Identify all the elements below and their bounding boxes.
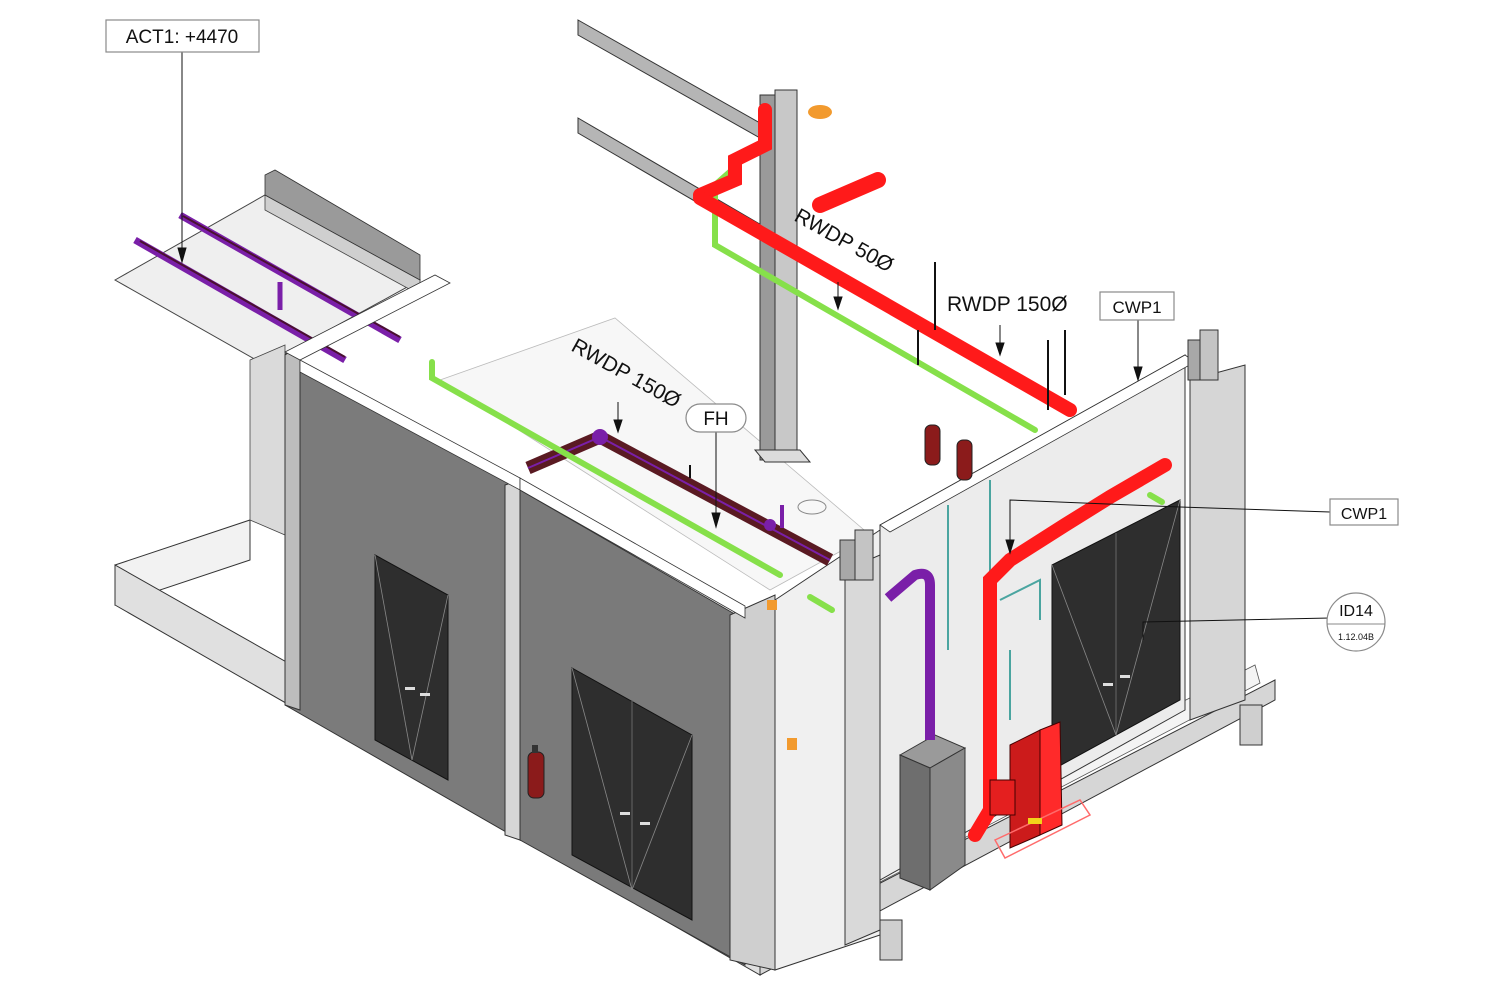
pipe-hangers	[689, 262, 1066, 478]
act1-label: ACT1: +4470	[126, 27, 239, 48]
cwp1-top-label: CWP1	[1112, 298, 1161, 317]
fire-pump-unit	[989, 721, 1092, 859]
door-left-2	[571, 667, 693, 921]
fire-extinguisher-icon	[527, 745, 545, 799]
door-left-1	[374, 554, 449, 781]
id14-sublabel: 1.12.04B	[1338, 632, 1374, 642]
rwdp150-right-label: RWDP 150Ø	[947, 293, 1068, 316]
cwp1-right-label: CWP1	[1341, 506, 1387, 523]
id14-label: ID14	[1339, 603, 1373, 620]
leader-lines	[177, 52, 1331, 640]
tag-cwp1-right: CWP1	[1329, 498, 1399, 526]
tag-id14: ID14 1.12.04B	[1326, 592, 1386, 652]
tag-fh: FH	[685, 403, 747, 433]
teal-conduits	[947, 480, 1041, 720]
fh-label: FH	[703, 409, 728, 430]
rainwater-drain-pipe	[525, 429, 834, 566]
orange-fittings	[767, 105, 832, 750]
electrical-cabinet	[884, 568, 967, 891]
tag-cwp1-top: CWP1	[1099, 291, 1175, 321]
door-right-double	[1051, 499, 1181, 771]
fire-extinguisher-pair-icon	[924, 424, 973, 481]
tag-act1: ACT1: +4470	[105, 19, 260, 53]
